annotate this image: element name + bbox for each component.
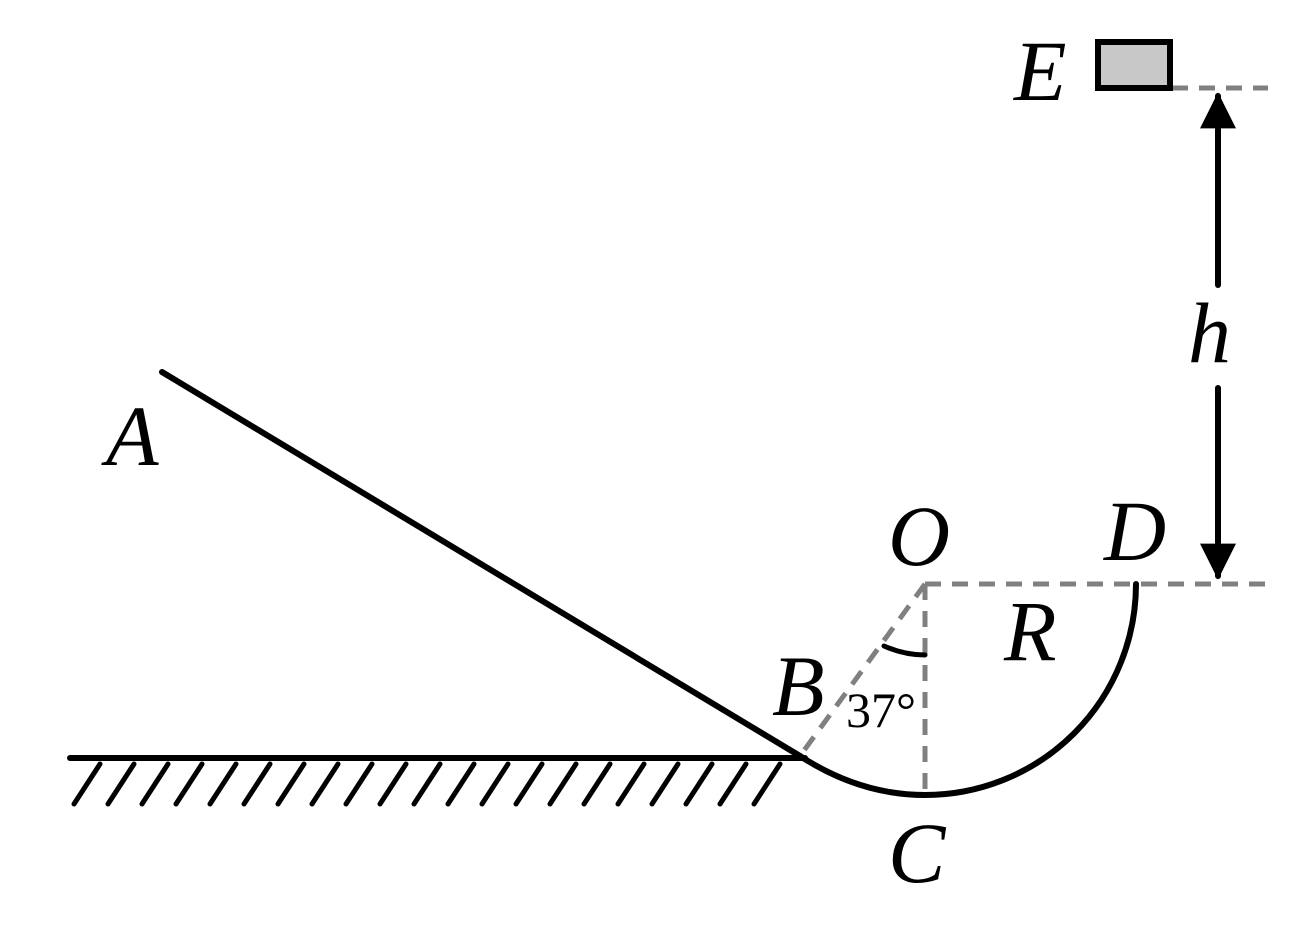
label-D: D bbox=[1103, 483, 1166, 579]
ground bbox=[67, 755, 808, 807]
ground-hatch-mark bbox=[581, 761, 613, 807]
ground-hatch-mark bbox=[241, 761, 273, 807]
ground-hatch-mark bbox=[547, 761, 579, 807]
block-E bbox=[1095, 39, 1173, 91]
ground-hatch-mark bbox=[377, 761, 409, 807]
label-B: B bbox=[772, 638, 825, 734]
label-A: A bbox=[101, 388, 159, 484]
ground-hatch-mark bbox=[343, 761, 375, 807]
ground-hatch-mark bbox=[71, 761, 103, 807]
ground-hatch-mark bbox=[479, 761, 511, 807]
guide-lines bbox=[797, 85, 1268, 795]
ground-hatch-mark bbox=[717, 761, 749, 807]
label-h: h bbox=[1188, 285, 1231, 381]
ground-hatching bbox=[71, 761, 783, 807]
ground-hatch-mark bbox=[139, 761, 171, 807]
ground-hatch-mark bbox=[207, 761, 239, 807]
ground-hatch-mark bbox=[173, 761, 205, 807]
ground-hatch-mark bbox=[105, 761, 137, 807]
ground-hatch-mark bbox=[683, 761, 715, 807]
label-C: C bbox=[888, 805, 947, 901]
circular-track-BCD bbox=[797, 581, 1139, 799]
label-E: E bbox=[1012, 23, 1067, 119]
guide-OB-radius bbox=[797, 582, 928, 758]
angle-arc-37 bbox=[881, 643, 928, 658]
ground-hatch-mark bbox=[445, 761, 477, 807]
label-R: R bbox=[1003, 583, 1057, 679]
incline-AB bbox=[159, 369, 803, 759]
ground-hatch-mark bbox=[751, 761, 783, 807]
ground-hatch-mark bbox=[275, 761, 307, 807]
label-angle-37: 37° bbox=[846, 682, 916, 738]
label-O: O bbox=[888, 488, 950, 584]
ground-hatch-mark bbox=[513, 761, 545, 807]
ground-hatch-mark bbox=[649, 761, 681, 807]
ground-hatch-mark bbox=[309, 761, 341, 807]
ground-hatch-mark bbox=[411, 761, 443, 807]
ground-hatch-mark bbox=[615, 761, 647, 807]
